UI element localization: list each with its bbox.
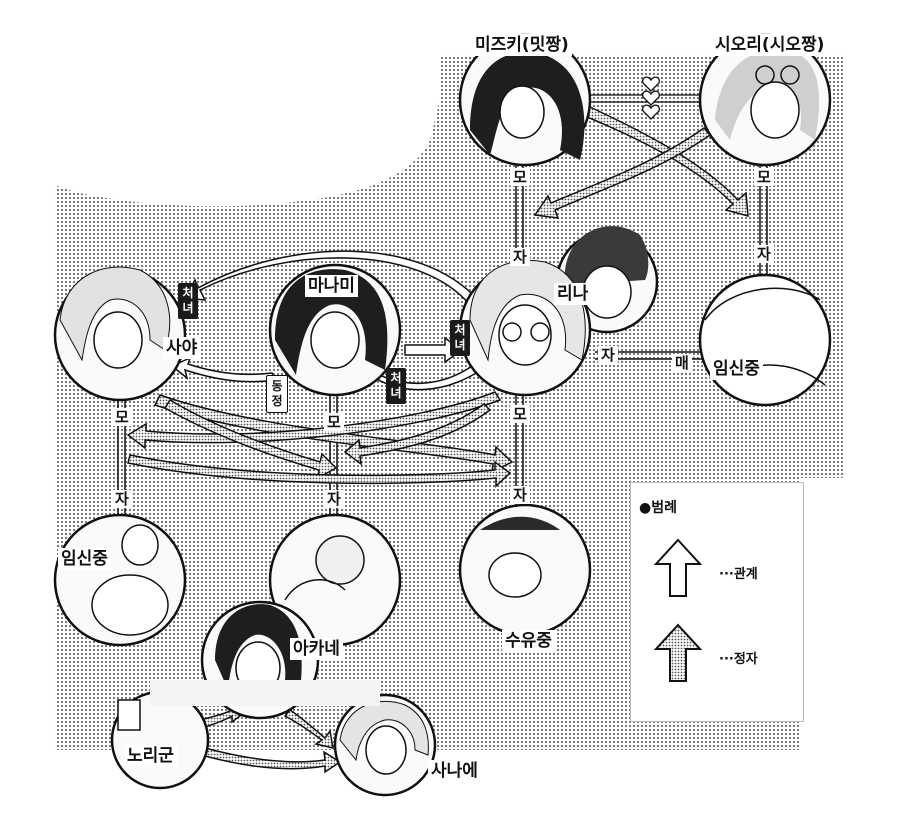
relation-mo-shiori: 모 xyxy=(754,168,774,186)
portrait-shiori xyxy=(698,33,832,167)
tag-virgin-center: 처녀 xyxy=(450,320,470,356)
portrait-pregnant-right xyxy=(698,273,832,407)
relation-mo-manami: 모 xyxy=(324,413,344,431)
relation-mo-saya: 모 xyxy=(112,408,132,426)
sperm-arrows xyxy=(126,99,749,774)
portrait-norikun xyxy=(110,690,210,790)
legend-relation-label: ···관계 xyxy=(719,567,758,582)
blurred-band xyxy=(150,680,380,706)
relation-ja-pregnant: 자 xyxy=(754,245,774,263)
relation-ja-saya: 자 xyxy=(112,490,132,508)
portrait-manami xyxy=(268,263,402,397)
label-saya: 사야 xyxy=(163,337,201,359)
relation-mo-mizuki: 모 xyxy=(510,168,530,186)
portrait-sanae xyxy=(333,693,437,797)
label-pregnant-left: 임신중 xyxy=(58,548,111,570)
legend-title: ●범례 xyxy=(639,500,677,516)
relation-ja-nursing: 자 xyxy=(510,486,530,504)
heart-icon xyxy=(642,90,660,106)
portrait-pregnant-left xyxy=(53,513,187,647)
legend-relation-arrow-icon xyxy=(653,538,703,597)
heart-icon xyxy=(642,76,660,92)
legend-sperm-label: ···정자 xyxy=(719,652,758,667)
tag-virgin-manami: 처녀 xyxy=(386,368,406,404)
portrait-center-bottom xyxy=(268,513,402,647)
label-manami: 마나미 xyxy=(305,275,358,297)
heart-icon xyxy=(642,104,660,120)
label-sanae: 사나에 xyxy=(428,760,481,782)
label-shiori: 시오리(시오짱) xyxy=(712,34,828,56)
label-norikun: 노리군 xyxy=(124,745,177,767)
tag-dongjeong: 동정 xyxy=(266,375,288,413)
label-akane: 아카네 xyxy=(290,638,343,660)
relation-ja-sister: 자 xyxy=(598,346,618,364)
portrait-nursing xyxy=(458,503,592,637)
portrait-mizuki xyxy=(458,33,592,167)
legend: ●범례 ···관계 ···정자 xyxy=(630,482,804,722)
label-rina: 리나 xyxy=(554,283,592,305)
label-nursing: 수유중 xyxy=(502,630,555,652)
blank-bubble xyxy=(0,0,439,205)
hearts xyxy=(590,76,705,120)
legend-sperm-arrow-icon xyxy=(653,623,703,682)
relation-ja-manami: 자 xyxy=(324,490,344,508)
label-pregnant-right: 임신중 xyxy=(710,358,763,380)
relation-mae-sister: 매 xyxy=(672,354,692,372)
relation-mo-center: 모 xyxy=(510,405,530,423)
portrait-saya xyxy=(53,266,187,402)
tag-virgin-saya: 처녀 xyxy=(178,283,198,319)
relation-ja-center: 자 xyxy=(510,248,530,266)
label-mizuki: 미즈키(밋짱) xyxy=(472,34,572,56)
